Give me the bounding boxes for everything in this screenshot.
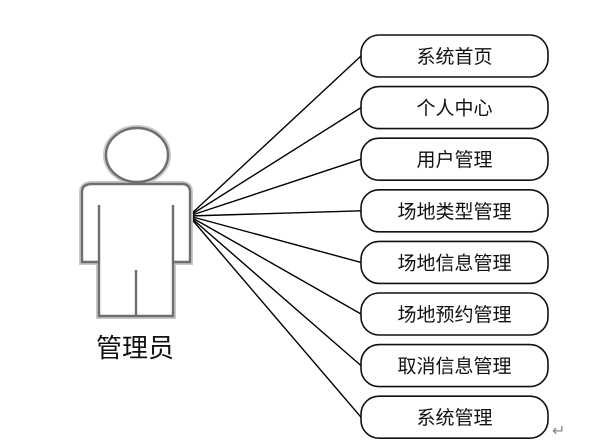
use-case-item: 个人中心: [360, 85, 549, 130]
association-line: [188, 107, 362, 217]
use-case-label: 取消信息管理: [397, 356, 511, 378]
actor-name: 管理员: [96, 334, 174, 364]
stick-person-icon: [79, 125, 193, 319]
association-lines: [188, 55, 362, 418]
use-case-label: 系统首页: [416, 46, 492, 68]
association-line: [188, 210, 362, 217]
use-case-box: [360, 395, 549, 440]
use-case-item: 取消信息管理: [360, 343, 549, 388]
actor-head: [104, 126, 170, 184]
association-line: [188, 215, 362, 264]
use-case-label: 用户管理: [416, 149, 492, 171]
use-case-item: 场地类型管理: [360, 189, 549, 233]
use-case-label: 系统管理: [416, 407, 492, 429]
use-case-label: 个人中心: [416, 98, 492, 120]
use-case-label: 场地预约管理: [397, 304, 511, 326]
use-case-item: 系统管理: [360, 395, 549, 440]
use-case-box: [360, 34, 549, 78]
association-line: [188, 158, 362, 217]
association-line: [188, 55, 362, 217]
use-case-label: 场地信息管理: [397, 252, 511, 274]
use-case-box: [360, 189, 549, 233]
use-case-item: 场地信息管理: [360, 240, 549, 285]
use-case-item: 系统首页: [360, 34, 549, 78]
actor-figure: 管理员: [79, 125, 193, 364]
association-line: [188, 215, 362, 315]
association-line: [188, 215, 362, 367]
use-case-label: 场地类型管理: [397, 201, 511, 223]
use-case-item: 用户管理: [360, 137, 549, 181]
paragraph-mark: ↵: [552, 421, 565, 440]
association-line: [188, 215, 362, 418]
use-case-box: [360, 292, 549, 336]
actor-body: [80, 182, 192, 318]
use-case-item: 场地预约管理: [360, 292, 549, 336]
use-case-box: [360, 137, 549, 181]
use-case-box: [360, 343, 549, 388]
use-case-box: [360, 85, 549, 130]
use-case-box: [360, 240, 549, 285]
